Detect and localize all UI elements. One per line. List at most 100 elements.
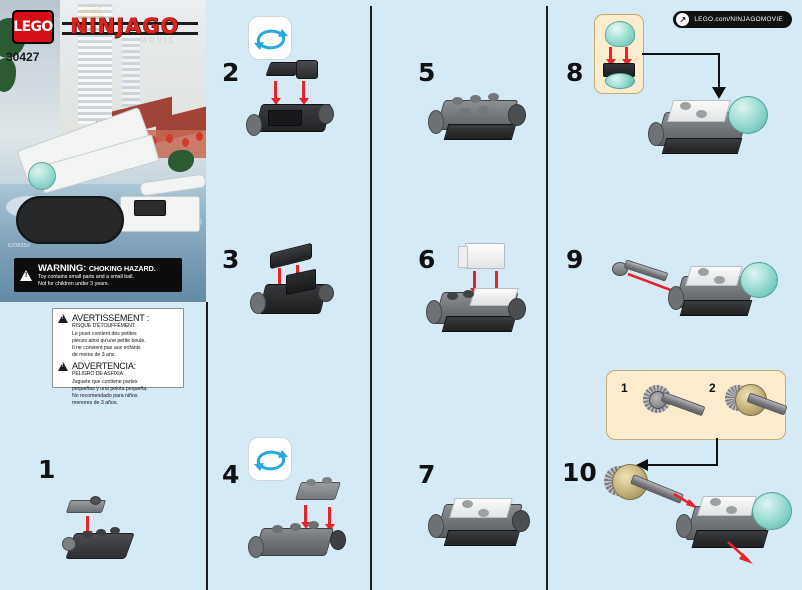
step9-axle-left xyxy=(668,286,684,310)
warning-text-block: WARNING: CHOKING HAZARD. Toy contains sm… xyxy=(38,263,156,288)
lego-website-url: LEGO.com/NINJAGOMOVIE xyxy=(694,16,783,23)
step1-base-stud-2 xyxy=(96,529,106,536)
step2-axle-right xyxy=(318,104,334,124)
step1-pin-left xyxy=(62,537,76,551)
step8-axle-left xyxy=(648,122,664,146)
step10-leader-horizontal xyxy=(648,464,718,466)
callout-box-step10: 1 2 xyxy=(606,370,788,440)
warning-spanish-heading-group: ADVERTENCIA: PELIGRO DE ASFIXIA xyxy=(72,361,136,377)
step3-axle-left xyxy=(250,292,266,314)
step-number-2: 2 xyxy=(222,58,240,87)
cover-lantern-4 xyxy=(196,132,203,141)
cover-model-vent xyxy=(134,200,166,216)
rotate-icon-step4 xyxy=(248,437,292,481)
step9-stud-1 xyxy=(698,268,709,276)
step-number-8: 8 xyxy=(566,58,584,87)
warning-french-line-3: Il ne convient pas aux enfants xyxy=(72,344,141,351)
warning-spanish-line-4: menores de 3 años. xyxy=(72,400,118,407)
warning-french-line-4: de moins de 3 ans. xyxy=(72,351,116,358)
step4-assembly-arrow-2 xyxy=(324,507,335,531)
step6-axle-right xyxy=(508,298,526,320)
cover-lantern-3 xyxy=(182,138,189,147)
arrow-up-right-icon: ↗ xyxy=(676,13,690,26)
warning-line-2: Not for children under 3 years. xyxy=(38,280,109,287)
manual-number: 6208350 xyxy=(8,243,31,249)
warning-french-line-2: pièces ainsi qu'une petite boule. xyxy=(72,337,146,344)
step3-slope-piece xyxy=(270,242,312,270)
step6-stud-1 xyxy=(447,292,458,300)
step5-stud-1 xyxy=(452,97,463,105)
warning-spanish-line-3: No recomendado para niños xyxy=(72,393,138,400)
divider-col2 xyxy=(370,6,372,590)
warning-triangle-icon xyxy=(20,269,33,281)
lego-logo-text: LEGO xyxy=(13,19,53,35)
warning-heading: WARNING: xyxy=(38,262,87,274)
step4-base-stud-3 xyxy=(308,521,319,529)
ninjago-movie-logo: THE NINJAGO MOVIE xyxy=(62,7,202,52)
step6-panel-tab xyxy=(458,246,468,268)
step1-assembly-arrow xyxy=(82,516,93,538)
step7-lower-dark xyxy=(443,530,521,546)
callout-box-step8 xyxy=(594,14,644,94)
step10-leader-vertical xyxy=(716,438,718,466)
warning-label-english: WARNING: CHOKING HAZARD. Toy contains sm… xyxy=(14,258,182,292)
step-number-10: 10 xyxy=(562,458,597,487)
rotate-arrows-icon xyxy=(254,450,288,471)
step-number-4: 4 xyxy=(222,460,240,489)
warning-spanish-header: ADVERTENCIA: PELIGRO DE ASFIXIA xyxy=(58,361,178,377)
step8-leader-arrowhead xyxy=(712,87,726,99)
cover-tower-2 xyxy=(122,26,140,122)
step8-leader-vertical xyxy=(718,53,720,89)
ninjago-logo-movie: MOVIE xyxy=(140,36,176,45)
warning-french-subheading: RISQUE D'ÉTOUFFEMENT. xyxy=(72,323,136,329)
step2-assembly-arrow-2 xyxy=(298,81,309,105)
warning-french-body: Le jouet contient des petites pièces ain… xyxy=(58,331,178,358)
step2-assembly-arrow-1 xyxy=(270,81,281,105)
step5-stud-2 xyxy=(470,95,481,103)
step4-assembly-arrow-1 xyxy=(300,505,311,529)
step8-callout-arrow-2 xyxy=(621,47,632,66)
step9-mounted-orb xyxy=(740,262,778,298)
step-number-7: 7 xyxy=(418,460,436,489)
step1-base-stud-3 xyxy=(110,527,120,534)
callout-substep-number-1: 1 xyxy=(621,381,628,395)
ninjago-logo-bar-bottom xyxy=(62,32,198,35)
step10-axle-left xyxy=(676,514,692,538)
step4-plate-stud-2 xyxy=(322,477,332,484)
step4-base-assembly xyxy=(253,528,335,556)
set-number: 30427 xyxy=(6,50,40,64)
step6-white-panel xyxy=(465,243,505,269)
step1-base-stud-1 xyxy=(82,531,92,538)
step9-lower-dark xyxy=(679,300,753,316)
lego-website-badge[interactable]: ↗ LEGO.com/NINJAGOMOVIE xyxy=(673,11,792,28)
divider-col1-lower xyxy=(206,302,208,590)
warning-triangle-icon xyxy=(58,314,68,323)
cover-lantern-2 xyxy=(166,134,173,143)
warning-line-1: Toy contains small parts and a small bal… xyxy=(38,274,134,281)
warning-heading-line: WARNING: CHOKING HAZARD. xyxy=(38,263,156,275)
warning-french-header: AVERTISSEMENT : RISQUE D'ÉTOUFFEMENT. xyxy=(58,313,178,329)
step7-stud-2 xyxy=(478,509,489,517)
step-number-3: 3 xyxy=(222,245,240,274)
step8-lower-dark xyxy=(661,138,743,154)
warning-spanish-line-2: pequeñas y una pelota pequeña. xyxy=(72,386,148,393)
cover-foliage-3 xyxy=(168,150,194,172)
step4-axle-left xyxy=(248,536,264,558)
step4-base-stud-1 xyxy=(272,525,283,533)
step5-stud-5 xyxy=(478,106,489,114)
warning-triangle-icon xyxy=(58,362,68,372)
warning-label-multilingual: AVERTISSEMENT : RISQUE D'ÉTOUFFEMENT. Le… xyxy=(52,308,184,406)
warning-heading-sub: CHOKING HAZARD. xyxy=(88,263,156,273)
step-number-5: 5 xyxy=(418,58,436,87)
step5-stud-4 xyxy=(460,108,471,116)
step2-axle-left xyxy=(246,114,262,136)
step6-lower-dark xyxy=(441,316,517,332)
step6-axle-left xyxy=(426,300,442,324)
step9-stud-2 xyxy=(714,276,725,284)
step8-stud-2 xyxy=(696,110,707,118)
ninjago-logo-main: NINJAGO xyxy=(70,14,180,38)
warning-spanish-subheading: PELIGRO DE ASFIXIA xyxy=(72,371,123,378)
rotate-arrows-icon xyxy=(254,29,288,50)
warning-french-heading-group: AVERTISSEMENT : RISQUE D'ÉTOUFFEMENT. xyxy=(72,313,149,329)
